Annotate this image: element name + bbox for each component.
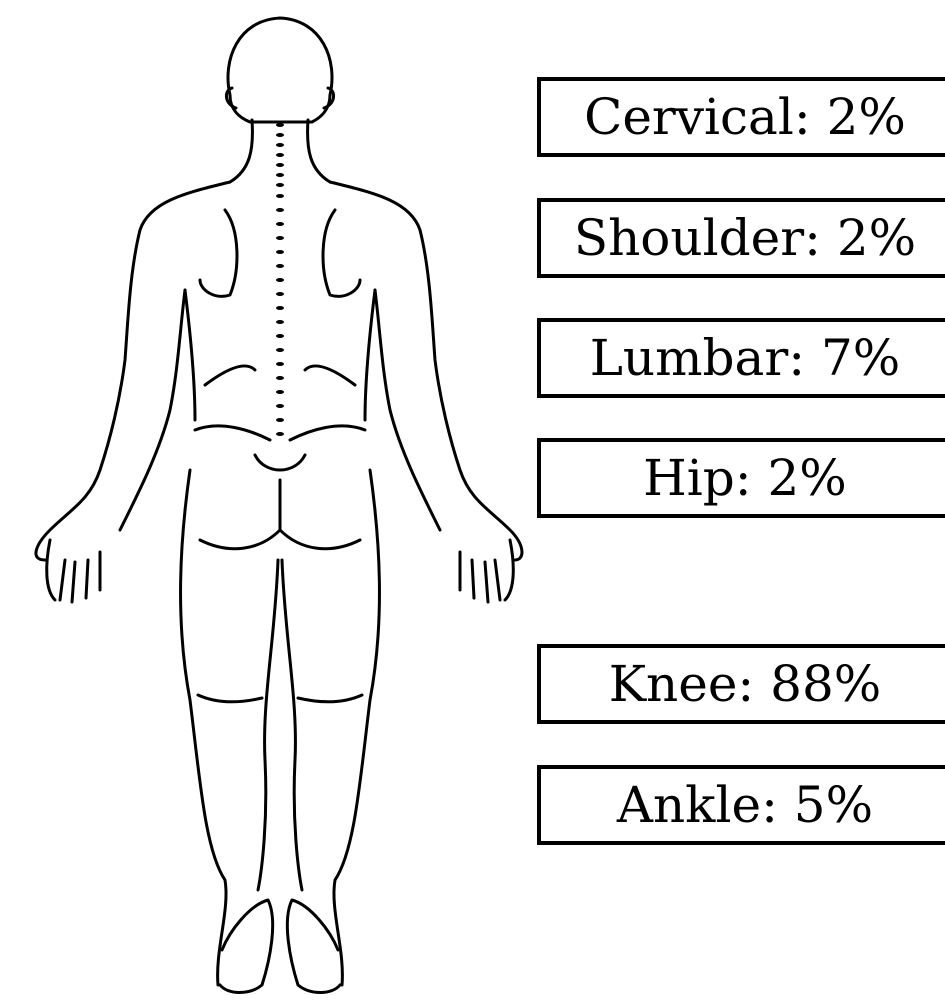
lumbar-label: Lumbar: 7% [541,322,945,394]
head-outline [228,18,332,122]
right-knee-crease [298,695,362,702]
left-foot [220,900,273,993]
shoulder-label-box: Shoulder: 2% [537,198,945,278]
cervical-label: Cervical: 2% [541,81,945,153]
body-outline-back-view [0,0,530,1004]
right-foot [287,900,340,993]
waist-left [185,290,195,420]
hip-label-box: Hip: 2% [537,438,945,518]
right-hand [460,540,513,602]
shoulder-label: Shoulder: 2% [541,202,945,274]
left-hand [47,540,100,602]
left-leg-inner [258,560,278,890]
left-scapula [200,210,237,296]
right-inner-arm [375,290,440,530]
lower-back-left [205,366,255,385]
knee-label-box: Knee: 88% [537,644,945,724]
neck [230,120,330,182]
lower-back-right [305,366,355,385]
right-scapula [323,210,360,296]
lumbar-label-box: Lumbar: 7% [537,318,945,398]
cervical-label-box: Cervical: 2% [537,77,945,157]
right-leg-inner [282,560,302,890]
left-inner-arm [120,290,185,530]
knee-label: Knee: 88% [541,648,945,720]
ankle-label: Ankle: 5% [541,769,945,841]
waist-right [365,290,375,420]
spine-dots [276,123,284,436]
ankle-label-box: Ankle: 5% [537,765,945,845]
left-knee-crease [198,695,262,702]
sacrum [255,455,305,470]
hip-label: Hip: 2% [541,442,945,514]
buttocks [200,480,360,549]
